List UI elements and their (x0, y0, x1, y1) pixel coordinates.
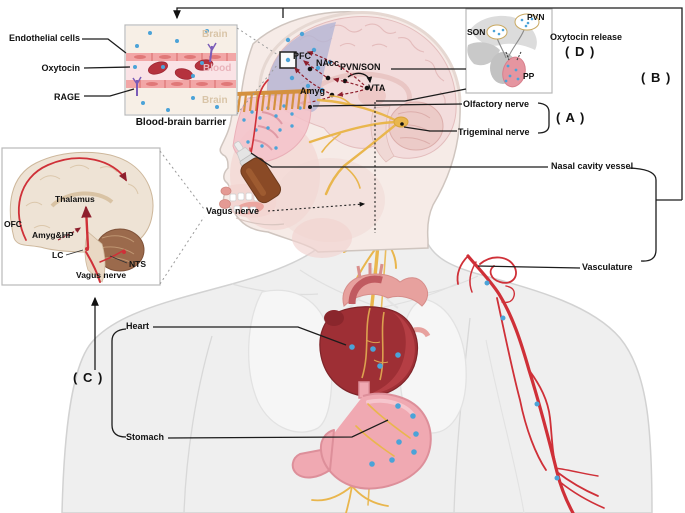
bbb-inset (82, 24, 279, 116)
brain-pathway-arrows (294, 51, 365, 106)
amyg-label: Amyg (300, 86, 326, 96)
inset-oxytocin-dots (492, 17, 534, 83)
lungs-illustration (247, 267, 467, 434)
heart-illustration (319, 263, 431, 397)
panel-b-label: ( B ) (641, 70, 672, 85)
heart-label: Heart (126, 321, 150, 331)
head-illustration (219, 11, 462, 258)
nasal-oxytocin-dots (242, 104, 302, 150)
brain-pathway-inset (1, 147, 205, 286)
oxytocin-release-inset (465, 8, 553, 94)
vagus-nerve-inset-label: Vagus nerve (76, 270, 127, 280)
bbb-title: Blood-brain barrier (135, 117, 227, 128)
rage-label: RAGE (53, 92, 80, 102)
stomach-label: Stomach (126, 432, 165, 442)
rage-receptors (132, 42, 217, 96)
pp-label: PP (523, 71, 535, 81)
bbb-brain-top-label: Brain (202, 29, 228, 40)
nasal-spray-bottle (234, 141, 282, 204)
lc-label: LC (52, 250, 64, 260)
vta-label: VTA (368, 83, 386, 93)
son-label: SON (467, 27, 486, 37)
oxytocin-label: Oxytocin (41, 63, 80, 73)
ofc-label: OFC (4, 219, 22, 229)
olfactory-fibers (235, 89, 311, 113)
trigeminal-nerve-label: Trigeminal nerve (458, 127, 530, 137)
panel-d-label: ( D ) (565, 44, 596, 59)
stomach-illustration (291, 381, 432, 490)
nasal-cavity-vessel-label: Nasal cavity vessel (551, 161, 634, 171)
vagus-nerve-label: Vagus nerve (206, 206, 260, 216)
panel-c-label: ( C ) (73, 370, 104, 385)
oxytocin-release-label: Oxytocin release (550, 32, 623, 42)
callout-lines (91, 7, 683, 439)
nts-label: NTS (129, 259, 146, 269)
pvn-son-label: PVN/SON (340, 62, 381, 72)
pfc-label: PFC (293, 51, 311, 61)
thalamus-label: Thalamus (55, 194, 95, 204)
arm-vasculature (456, 254, 605, 513)
body-oxytocin-dots (349, 280, 560, 481)
bbb-blood-label: Blood (203, 63, 232, 74)
bbb-brain-bottom-label: Brain (202, 95, 228, 106)
amyg-hp-label: Amyg&HP (32, 230, 74, 240)
panel-a-label: ( A ) (556, 110, 586, 125)
pvn-label: PVN (527, 12, 545, 22)
bbb-oxytocin-dots (133, 29, 219, 112)
nacc-label: NAcc (316, 58, 340, 68)
olfactory-nerve-label: Olfactory nerve (463, 99, 530, 109)
vasculature-label: Vasculature (582, 262, 633, 272)
endothelial-cells-label: Endothelial cells (8, 33, 80, 43)
